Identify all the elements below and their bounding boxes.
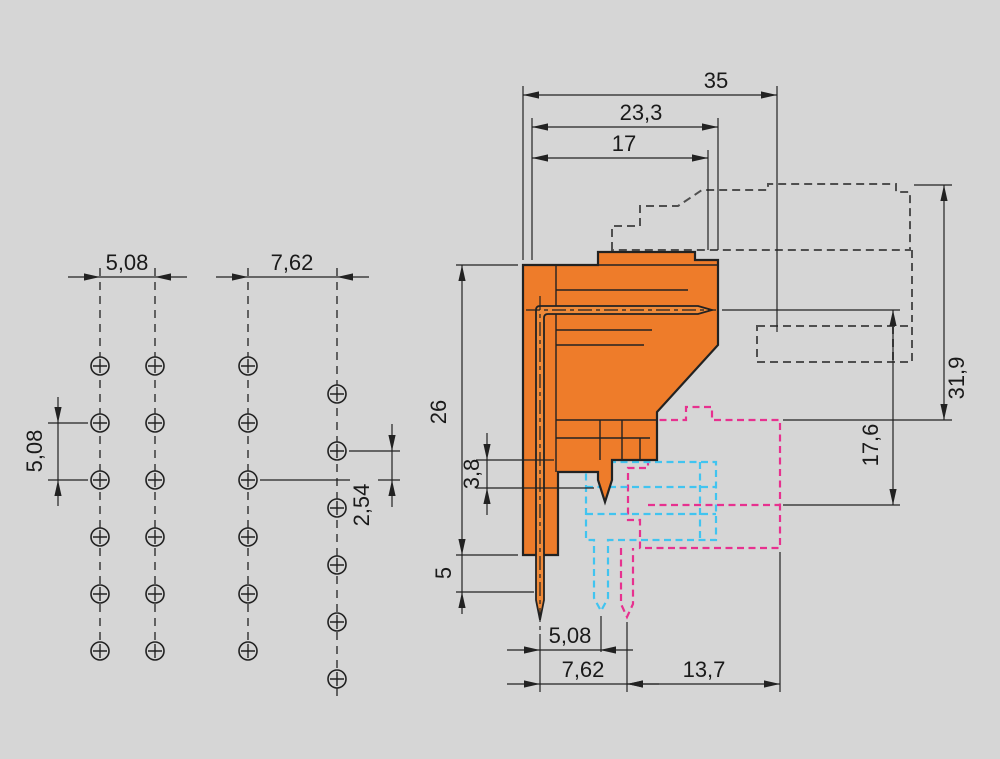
drill-pad	[238, 527, 258, 547]
drill-pad	[327, 555, 347, 575]
drill-pad	[90, 641, 110, 661]
dim-pitch-vertical: 5,08	[22, 397, 88, 506]
drill-pad	[327, 669, 347, 689]
drill-pad	[327, 612, 347, 632]
dim-label-height-overall: 31,9	[944, 357, 969, 400]
drill-pad	[145, 641, 165, 661]
connector-housing	[521, 250, 720, 557]
counterpart-outline-magenta	[619, 405, 782, 620]
dim-label-width-housing: 23,3	[620, 100, 663, 125]
pin-centerlines	[526, 296, 716, 636]
dim-height-housing: 26	[426, 264, 518, 556]
drill-pad	[238, 641, 258, 661]
dim-row-offset: 2,54	[260, 424, 400, 526]
drill-pad	[90, 356, 110, 376]
solder-pin	[535, 305, 716, 621]
drill-pad	[145, 356, 165, 376]
dim-pitch-horizontal-b: 7,62	[216, 250, 369, 281]
extension-lines	[456, 264, 518, 556]
dim-label-pin-length: 5	[431, 567, 456, 579]
extension-lines	[476, 459, 594, 489]
drill-pad	[90, 527, 110, 547]
footprint-pattern-a: 5,08 5,08	[22, 250, 187, 661]
dim-label-height-counterpart: 17,6	[858, 424, 883, 467]
dim-width-total: 35	[522, 68, 778, 332]
extension-lines	[522, 86, 778, 332]
extension-lines	[531, 118, 719, 260]
drill-pad	[238, 413, 258, 433]
dim-label-counterpart-width: 13,7	[683, 657, 726, 682]
dim-label-pitch-a: 5,08	[106, 250, 149, 275]
drill-pad	[90, 413, 110, 433]
dim-label-clearance: 3,8	[459, 459, 484, 490]
dim-pin-length: 5	[431, 555, 534, 614]
side-view: 35 23,3 17 26 3,8 5	[426, 68, 969, 692]
dim-label-pitch-b: 7,62	[271, 250, 314, 275]
dim-label-width-front: 17	[612, 131, 636, 156]
footprint-pattern-b: 7,62 2,54	[216, 250, 400, 700]
drill-pad	[238, 470, 258, 490]
dim-label-pitch-bottom-a: 5,08	[549, 623, 592, 648]
drill-pad	[145, 584, 165, 604]
drill-pad	[90, 470, 110, 490]
dim-label-pitch-vertical: 5,08	[22, 430, 47, 473]
drill-pad	[327, 498, 347, 518]
dim-width-front: 17	[532, 131, 709, 250]
drill-pad	[238, 356, 258, 376]
extension-lines	[539, 552, 781, 692]
drill-pad	[145, 470, 165, 490]
counterpart-outline-cyan	[584, 460, 718, 614]
extension-lines	[722, 309, 900, 506]
dim-clearance: 3,8	[459, 433, 594, 515]
dim-bottom-group: 5,08 7,62 13,7	[507, 552, 781, 692]
dim-label-height-housing: 26	[426, 400, 451, 424]
dim-label-width-total: 35	[704, 68, 728, 93]
dim-counterpart-width: 13,7	[627, 657, 780, 688]
dim-width-housing: 23,3	[531, 100, 719, 260]
drill-pad	[327, 384, 347, 404]
dim-pitch-horizontal-a: 5,08	[68, 250, 187, 281]
housing-detail-lines	[555, 264, 718, 472]
drill-pad	[145, 527, 165, 547]
mating-plug-ghost-outline	[611, 183, 911, 251]
dim-pitch-bottom-a: 5,08	[507, 623, 633, 654]
drill-pad	[145, 413, 165, 433]
drill-pad	[238, 584, 258, 604]
dim-label-row-offset: 2,54	[349, 484, 374, 527]
drill-pad	[90, 584, 110, 604]
dim-height-overall: 31,9	[783, 184, 969, 421]
dim-height-counterpart: 17,6	[722, 309, 900, 506]
drill-pad	[327, 441, 347, 461]
dim-label-pitch-bottom-b: 7,62	[562, 657, 605, 682]
